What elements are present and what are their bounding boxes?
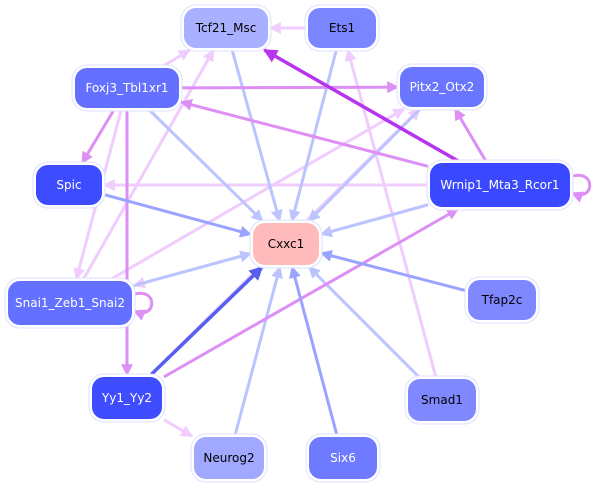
- edge-wrnip1_mta3_rcor1-to-pitx2_otx2: [453, 107, 488, 162]
- node-box: [430, 163, 570, 207]
- node-box: [194, 437, 264, 479]
- node-smad1[interactable]: Smad1: [404, 375, 480, 425]
- node-box: [92, 377, 162, 419]
- node-label: Pitx2_Otx2: [410, 80, 475, 94]
- node-snai1-zeb1-snai2[interactable]: Snai1_Zeb1_Snai2: [4, 277, 136, 329]
- node-label: Six6: [330, 451, 356, 465]
- node-box: [309, 437, 377, 479]
- edge-yy1_yy2-to-neurog2: [163, 418, 194, 438]
- node-box: [400, 67, 484, 107]
- node-foxj3-tbl1xr1[interactable]: Foxj3_Tbl1xr1: [71, 64, 183, 112]
- node-cxxc1[interactable]: Cxxc1: [249, 219, 323, 269]
- node-box: [36, 165, 102, 205]
- node-six6[interactable]: Six6: [305, 433, 381, 483]
- edge-foxj3_tbl1xr1-to-pitx2_otx2: [180, 81, 400, 94]
- node-spic[interactable]: Spic: [32, 161, 106, 209]
- node-neurog2[interactable]: Neurog2: [190, 433, 268, 483]
- edge-neurog2-to-cxxc1: [233, 265, 283, 436]
- edge-yy1_yy2-to-cxxc1: [149, 265, 264, 377]
- node-label: Wrnip1_Mta3_Rcor1: [440, 178, 559, 192]
- node-label: Ets1: [329, 21, 355, 35]
- node-box: [468, 280, 536, 320]
- edges-layer: [73, 22, 592, 438]
- node-tcf21-msc[interactable]: Tcf21_Msc: [180, 4, 272, 52]
- node-box: [8, 281, 132, 325]
- node-box: [253, 223, 319, 265]
- node-label: Snai1_Zeb1_Snai2: [15, 296, 125, 310]
- node-label: Foxj3_Tbl1xr1: [85, 81, 168, 95]
- node-box: [75, 68, 179, 108]
- edge-tcf21_msc-to-cxxc1: [230, 49, 283, 223]
- node-pitx2-otx2[interactable]: Pitx2_Otx2: [396, 63, 488, 111]
- node-yy1-yy2[interactable]: Yy1_Yy2: [88, 373, 166, 423]
- edge-foxj3_tbl1xr1-to-tcf21_msc: [162, 48, 191, 68]
- node-box: [184, 8, 268, 48]
- edge-six6-to-cxxc1: [289, 265, 339, 436]
- node-label: Cxxc1: [268, 237, 305, 251]
- edge-snai1_zeb1_snai2-to-snai1_zeb1_snai2: [131, 291, 154, 321]
- edge-wrnip1_mta3_rcor1-to-tcf21_msc: [263, 48, 459, 163]
- edge-spic-to-cxxc1: [103, 193, 253, 238]
- node-tfap2c[interactable]: Tfap2c: [464, 276, 540, 324]
- edge-snai1_zeb1_snai2-to-cxxc1: [133, 250, 253, 287]
- edge-wrnip1_mta3_rcor1-to-foxj3_tbl1xr1: [179, 98, 429, 168]
- node-label: Neurog2: [203, 451, 254, 465]
- edge-foxj3_tbl1xr1-to-cxxc1: [148, 108, 264, 223]
- node-box: [308, 8, 376, 48]
- edge-tfap2c-to-cxxc1: [319, 249, 467, 293]
- node-box: [408, 379, 476, 421]
- node-label: Yy1_Yy2: [101, 391, 152, 405]
- edge-snai1_zeb1_snai2-to-pitx2_otx2: [110, 107, 406, 281]
- node-label: Spic: [56, 178, 81, 192]
- node-label: Tcf21_Msc: [195, 21, 257, 35]
- node-label: Tfap2c: [481, 293, 523, 307]
- node-label: Smad1: [421, 393, 463, 407]
- edge-yy1_yy2-to-wrnip1_mta3_rcor1: [163, 207, 460, 379]
- edge-wrnip1_mta3_rcor1-to-cxxc1: [319, 203, 429, 238]
- edge-wrnip1_mta3_rcor1-to-wrnip1_mta3_rcor1: [569, 173, 592, 203]
- node-wrnip1-mta3-rcor1[interactable]: Wrnip1_Mta3_Rcor1: [426, 159, 574, 211]
- edge-smad1-to-cxxc1: [307, 265, 421, 379]
- node-ets1[interactable]: Ets1: [304, 4, 380, 52]
- edge-foxj3_tbl1xr1-to-spic: [80, 109, 116, 165]
- edge-pitx2_otx2-to-cxxc1: [307, 107, 422, 223]
